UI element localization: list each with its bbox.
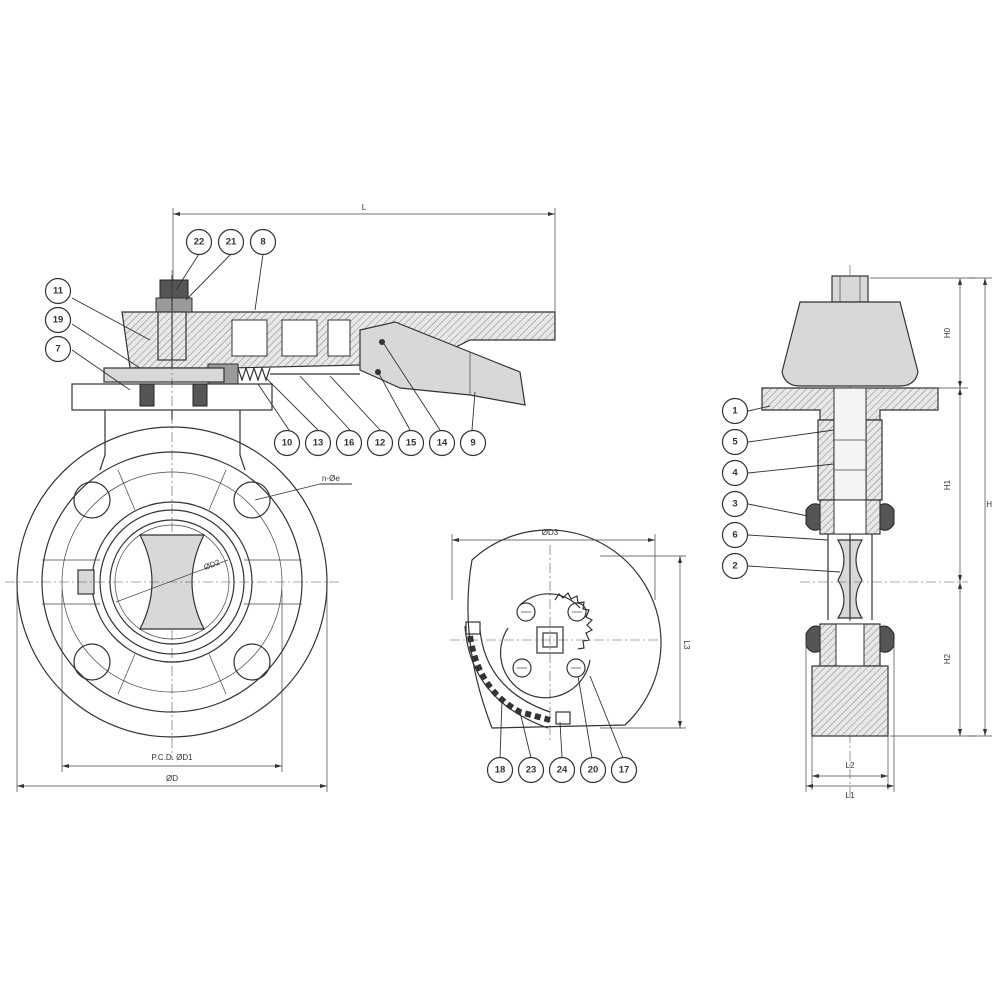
front-leaders — [71, 253, 476, 431]
balloon-10: 10 — [273, 429, 301, 457]
balloon-20: 20 — [579, 756, 607, 784]
svg-text:16: 16 — [344, 438, 355, 449]
balloon-6: 6 — [721, 521, 749, 549]
dim-label-phi-d2: ØD2 — [203, 558, 222, 572]
balloon-7: 7 — [44, 335, 72, 363]
svg-text:12: 12 — [375, 438, 386, 449]
svg-text:24: 24 — [557, 765, 568, 776]
dim-label-H0: H0 — [943, 327, 952, 338]
svg-text:3: 3 — [732, 499, 737, 510]
svg-text:13: 13 — [313, 438, 324, 449]
balloon-11: 11 — [44, 277, 72, 305]
balloon-9: 9 — [459, 429, 487, 457]
valve-body: ØD2 — [5, 426, 340, 738]
svg-text:18: 18 — [495, 765, 506, 776]
balloon-14: 14 — [428, 429, 456, 457]
dim-label-phi-d3: ØD3 — [542, 528, 559, 537]
balloon-22: 22 — [185, 228, 213, 256]
svg-text:15: 15 — [406, 438, 417, 449]
svg-text:10: 10 — [282, 438, 293, 449]
dimension-pcd: P.C.D. ØD1 — [61, 590, 283, 772]
dimension-phi-d: ØD — [16, 590, 328, 792]
dim-label-L1: L1 — [846, 791, 855, 800]
locking-plate-detail: ØD3 L3 — [450, 528, 691, 784]
balloon-23: 23 — [517, 756, 545, 784]
dim-label-n-phi-e: n-Øe — [322, 474, 340, 483]
svg-text:19: 19 — [53, 315, 64, 326]
dim-label-L3: L3 — [682, 641, 691, 650]
balloon-12: 12 — [366, 429, 394, 457]
balloon-5: 5 — [721, 428, 749, 456]
dimension-n-phi-e: n-Øe — [254, 474, 352, 501]
balloon-19: 19 — [44, 306, 72, 334]
svg-text:11: 11 — [53, 286, 64, 297]
balloon-2: 2 — [721, 552, 749, 580]
svg-text:20: 20 — [588, 765, 599, 776]
balloon-18: 18 — [486, 756, 514, 784]
svg-text:9: 9 — [470, 438, 475, 449]
svg-text:6: 6 — [732, 530, 737, 541]
dimension-L: L — [172, 203, 556, 312]
balloon-4: 4 — [721, 459, 749, 487]
dim-label-H2: H2 — [943, 653, 952, 664]
dim-label-phi-d: ØD — [166, 774, 178, 783]
svg-text:8: 8 — [260, 237, 265, 248]
svg-text:23: 23 — [526, 765, 537, 776]
svg-text:14: 14 — [437, 438, 448, 449]
side-section-view: L2 L1 H0 H1 H2 H 1 5 — [721, 265, 992, 800]
svg-text:2: 2 — [732, 561, 737, 572]
dim-label-L2: L2 — [846, 761, 855, 770]
dim-label-pcd: P.C.D. ØD1 — [151, 753, 193, 762]
front-view: L — [5, 203, 556, 792]
balloon-1: 1 — [721, 397, 749, 425]
svg-text:7: 7 — [55, 344, 60, 355]
dim-label-H1: H1 — [943, 479, 952, 490]
balloon-15: 15 — [397, 429, 425, 457]
balloon-16: 16 — [335, 429, 363, 457]
top-flange — [71, 270, 273, 760]
dim-label-L: L — [362, 203, 367, 212]
balloon-8: 8 — [249, 228, 277, 256]
balloon-21: 21 — [217, 228, 245, 256]
balloons-front-bottom: 10 13 16 12 15 14 9 — [273, 429, 487, 457]
svg-text:4: 4 — [732, 468, 738, 479]
svg-text:22: 22 — [194, 237, 205, 248]
svg-text:17: 17 — [619, 765, 630, 776]
balloon-17: 17 — [610, 756, 638, 784]
balloon-3: 3 — [721, 490, 749, 518]
balloon-13: 13 — [304, 429, 332, 457]
svg-text:5: 5 — [732, 437, 738, 448]
svg-text:1: 1 — [732, 406, 738, 417]
balloons-front-left: 11 19 7 — [44, 277, 72, 363]
svg-text:21: 21 — [226, 237, 237, 248]
balloons-front-top: 22 21 8 — [185, 228, 277, 256]
balloon-24: 24 — [548, 756, 576, 784]
dim-label-H: H — [986, 500, 992, 509]
